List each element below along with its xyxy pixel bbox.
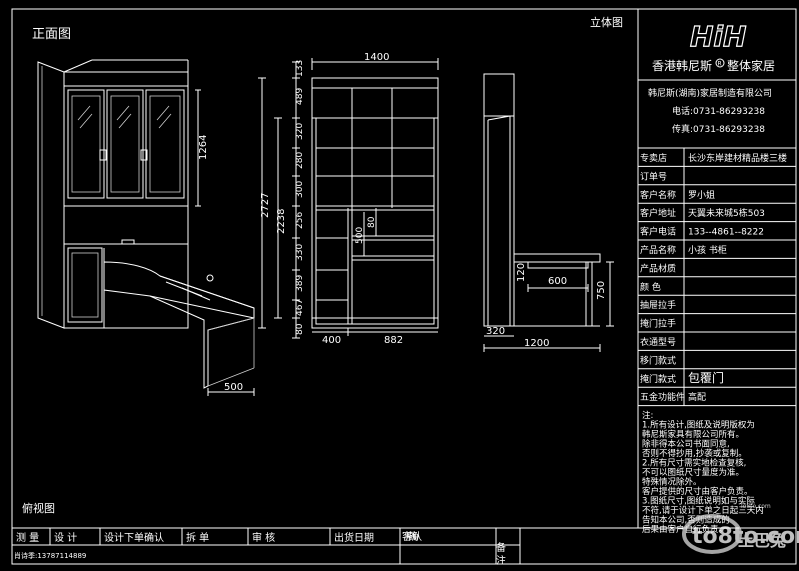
dim-upper-cabinet: 1264 — [198, 135, 209, 160]
dim-shelf-small: 80 — [367, 216, 377, 228]
title-row-value: 高配 — [688, 391, 706, 403]
isometric-bookcase — [37, 59, 255, 389]
dim-row-height: 389 — [295, 275, 305, 292]
hih-logo: HiH — [690, 20, 746, 53]
dim-row-height: 489 — [295, 88, 305, 105]
dim-row-height: 256 — [295, 212, 305, 229]
fax: 传真:0731-86293238 — [672, 123, 765, 135]
iso-lower-door — [67, 247, 103, 323]
dim-row-height: 467 — [295, 299, 305, 316]
iso-desk — [103, 261, 255, 389]
iso-view-title: 立体图 — [590, 15, 623, 29]
dim-total-height: 2727 — [260, 193, 271, 218]
dim-desk-length: 1200 — [524, 338, 549, 349]
top-view-title: 俯视图 — [22, 501, 55, 515]
dim-shelf-gap: 500 — [355, 227, 365, 244]
note-line: 否则不得抄用,抄袭或复制。 — [642, 448, 747, 459]
watermark-tag: To8to.com — [739, 503, 771, 510]
title-row-value: 小孩 书柜 — [688, 244, 727, 256]
front-outline — [311, 77, 439, 329]
note-line: 除非得本公司书面同意, — [642, 439, 730, 450]
title-row-label: 掩门款式 — [640, 373, 676, 385]
phone: 电话:0731-86293238 — [672, 105, 765, 117]
title-row-label: 颜 色 — [640, 281, 661, 293]
title-row-value: 天翼未来城5栋503 — [688, 207, 765, 219]
front-elevation — [311, 77, 439, 329]
dim-side-depth: 320 — [486, 326, 505, 337]
dim-row-height: 280 — [295, 152, 305, 169]
title-row-value: 罗小姐 — [688, 189, 715, 201]
iso-front-body — [63, 71, 189, 329]
side-cabinet — [483, 73, 515, 327]
dim-inner-height: 2238 — [276, 209, 287, 234]
title-block: HiH 香港韩尼斯 R 整体家居 韩尼斯(湖南)家居制造有限公司 电话:0731… — [638, 19, 796, 535]
title-row-label: 五金功能件 — [640, 391, 685, 403]
bottom-cell-label: 设 计 — [54, 531, 77, 544]
note-line: 韩尼斯家具有限公司所有。 — [642, 429, 744, 440]
bottom-cell-label: 审 核 — [252, 531, 275, 544]
title-row-label: 掩门拉手 — [640, 318, 676, 330]
note-line: 不符,请于设计下单之日起三天内 — [642, 505, 764, 516]
company-name: 香港韩尼斯 — [652, 58, 712, 73]
dim-front-right: 882 — [384, 335, 403, 346]
title-row-label: 客户电话 — [640, 226, 676, 238]
iso-glass-door-3 — [145, 89, 185, 199]
iso-glass-door-1 — [67, 89, 105, 199]
title-row-value: 包覆门 — [688, 370, 724, 385]
registered-letter: R — [718, 61, 722, 68]
watermark-brand: 土巴兔 — [738, 531, 786, 550]
title-row-label: 客户地址 — [640, 207, 676, 219]
dim-row-height: 330 — [295, 244, 305, 261]
note-line: 1.所有设计,图纸及说明版权为 — [642, 420, 755, 431]
dim-front-left: 400 — [322, 335, 341, 346]
iso-glass-door-2 — [106, 89, 144, 199]
bottom-cell-label: 设计下单确认 — [104, 531, 164, 544]
title-row-label: 产品材质 — [640, 262, 676, 274]
drawing-frame — [11, 8, 797, 565]
title-row-value: 长沙东岸建材精品楼三楼 — [688, 152, 787, 164]
bottom-cell-label: 备 注 — [494, 541, 506, 565]
dim-desk-height: 750 — [596, 281, 607, 300]
registered-mark — [715, 58, 725, 68]
dim-desk-top: 120 — [516, 263, 527, 282]
bottom-cell-label: 拆 单 — [186, 531, 209, 544]
dim-desk-width: 600 — [548, 276, 567, 287]
dim-row-height: 80 — [295, 323, 305, 335]
bottom-cell-label: 客户确认 — [402, 530, 422, 543]
factory-name: 韩尼斯(湖南)家居制造有限公司 — [648, 87, 772, 99]
surveyor-value: 肖诗季:13787114889 — [14, 551, 86, 560]
title-row-label: 抽屉拉手 — [640, 299, 676, 311]
note-line: 告知本公司,否则造成的 — [642, 515, 730, 526]
side-desk-top — [513, 253, 601, 263]
note-line: 不可以图纸尺寸量度为准。 — [642, 467, 744, 478]
title-row-label: 订单号 — [640, 170, 667, 182]
dim-desk-depth: 500 — [224, 382, 243, 393]
dim-front-width: 1400 — [364, 52, 389, 63]
side-elevation — [483, 73, 601, 327]
title-row-label: 客户名称 — [640, 189, 676, 201]
dim-row-height: 133 — [295, 60, 305, 77]
note-line: 客户提供的尺寸由客户负责。 — [642, 486, 753, 497]
title-row-value: 133--4861--8222 — [688, 228, 764, 238]
title-row-label: 衣通型号 — [640, 336, 676, 348]
dim-row-height: 320 — [295, 123, 305, 140]
slogan: 整体家居 — [727, 58, 775, 73]
note-line: 3.图纸尺寸,图纸说明如与实际 — [642, 496, 755, 507]
note-line: 2.所有尺寸需实地检查复核, — [642, 458, 746, 469]
title-row-label: 产品名称 — [640, 244, 676, 256]
title-row-label: 专卖店 — [640, 152, 667, 164]
title-row-label: 移门款式 — [640, 354, 676, 366]
bottom-cell-label: 出货日期 — [334, 531, 374, 544]
note-line: 特殊情况除外。 — [642, 477, 702, 488]
watermark-site: to8to.com — [692, 524, 799, 549]
bottom-cell-label: 测 量 — [16, 531, 39, 544]
front-view-title: 正面图 — [32, 27, 71, 42]
dim-row-height: 300 — [295, 181, 305, 198]
note-line: 注: — [642, 410, 653, 421]
watermark: to8to.com To8to.com 土巴兔 — [682, 503, 799, 554]
